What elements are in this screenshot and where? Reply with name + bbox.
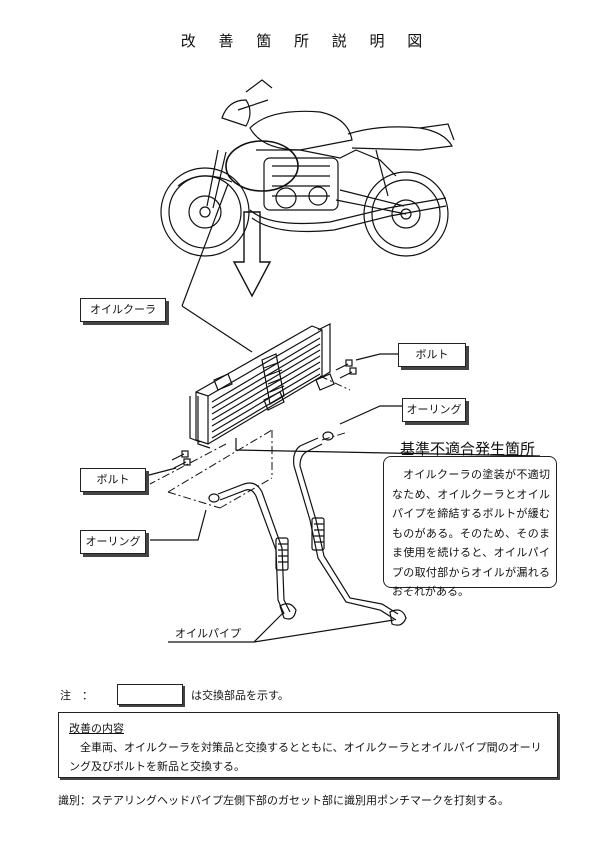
highlight-ellipse [225, 140, 299, 192]
bolt-right-illustration [335, 359, 357, 379]
oil-cooler-label: オイルクーラ [80, 298, 166, 322]
note-suffix: は交換部品を示す。 [191, 688, 289, 702]
bolt-right-label: ボルト [398, 343, 466, 367]
oring-right-shape [322, 431, 334, 441]
oring-left-shape [208, 493, 220, 503]
oil-cooler-illustration [189, 323, 335, 449]
bolt-left-illustration [171, 450, 191, 469]
defect-location-title: 基準不適合発生箇所 [400, 440, 536, 458]
defect-description: オイルクーラの塗装が不適切なため、オイルクーラとオイルパイプを締結するボルトが緩… [383, 456, 557, 598]
motorcycle-illustration [160, 79, 455, 257]
oil-pipe-label: オイルパイプ [175, 627, 241, 640]
oil-pipe-illustration [217, 437, 407, 626]
legend-note: 注 ： は交換部品を示す。 [60, 684, 289, 705]
page-title: 改 善 箇 所 説 明 図 [180, 32, 432, 50]
improvement-content-box: 改善の内容 全車両、オイルクーラを対策品と交換するとともに、オイルクーラとオイル… [58, 712, 558, 778]
identification-note: 識別：ステアリングヘッドパイプ左側下部のガセット部に識別用ポンチマークを打刻する… [58, 794, 509, 807]
note-prefix: 注 ： [60, 688, 93, 702]
improvement-heading: 改善の内容 [69, 722, 124, 735]
replacement-part-swatch [117, 684, 183, 705]
improvement-body: 全車両、オイルクーラを対策品と交換するとともに、オイルクーラとオイルパイプ間のオ… [69, 741, 542, 773]
oring-left-label: オーリング [80, 530, 146, 554]
down-arrow [232, 211, 272, 298]
oring-right-label: オーリング [402, 398, 466, 422]
bolt-left-label: ボルト [80, 468, 146, 492]
